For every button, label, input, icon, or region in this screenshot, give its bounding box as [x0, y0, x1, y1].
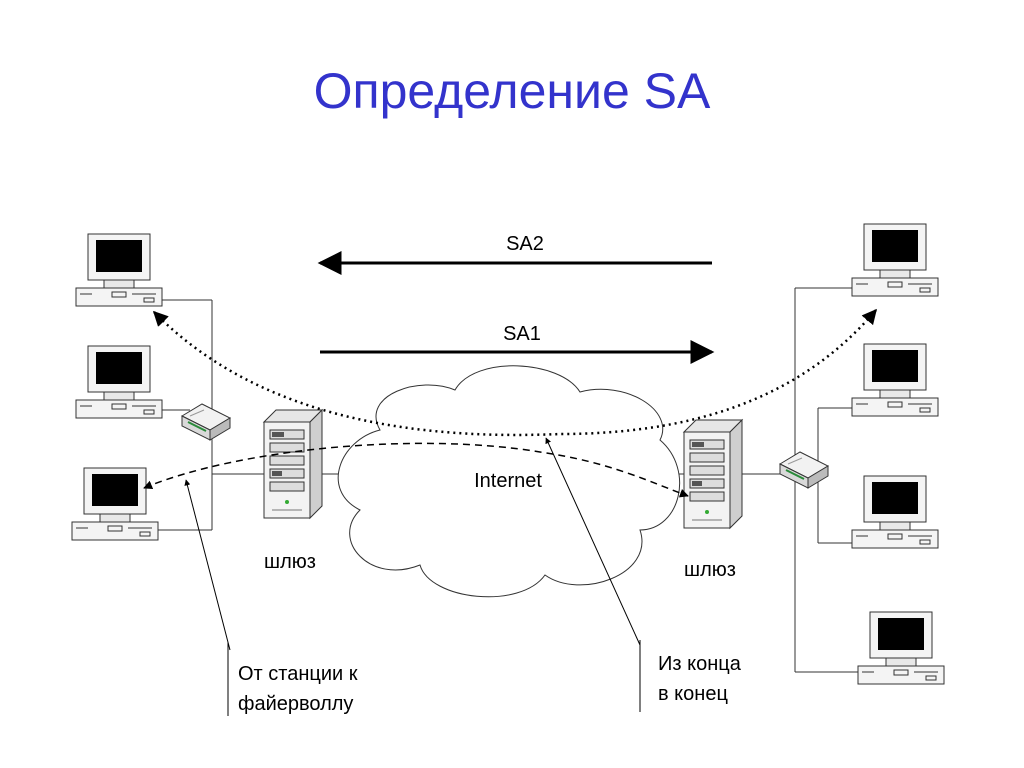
pc-right-1	[851, 223, 939, 297]
sa1-label: SA1	[503, 323, 541, 345]
gateway-right-label: шлюз	[684, 559, 736, 581]
callout-left-line2: файерволлу	[238, 693, 353, 715]
sa2-label: SA2	[506, 233, 544, 255]
station-to-firewall-dashed-curve	[143, 442, 689, 498]
gateway-left-label: шлюз	[264, 551, 316, 573]
pc-left-3	[71, 467, 159, 541]
pc-left-1	[75, 233, 163, 307]
callout-left-pointer	[184, 479, 231, 651]
end-to-end-dotted-curve	[152, 308, 877, 437]
pc-left-2	[75, 345, 163, 419]
callout-left-line1: От станции к	[238, 663, 358, 685]
pc-right-3	[851, 475, 939, 549]
pc-right-4	[857, 611, 945, 685]
callout-right-line1: Из конца	[658, 653, 742, 675]
server-gateway-left	[263, 409, 323, 519]
internet-label: Internet	[474, 470, 542, 492]
callout-right-line2: в конец	[658, 683, 728, 705]
slide-title: Определение SA	[313, 63, 711, 119]
callout-right-pointer	[545, 437, 641, 646]
hub-right	[779, 451, 829, 489]
pc-right-2	[851, 343, 939, 417]
server-gateway-right	[683, 419, 743, 529]
hub-left	[181, 403, 231, 441]
